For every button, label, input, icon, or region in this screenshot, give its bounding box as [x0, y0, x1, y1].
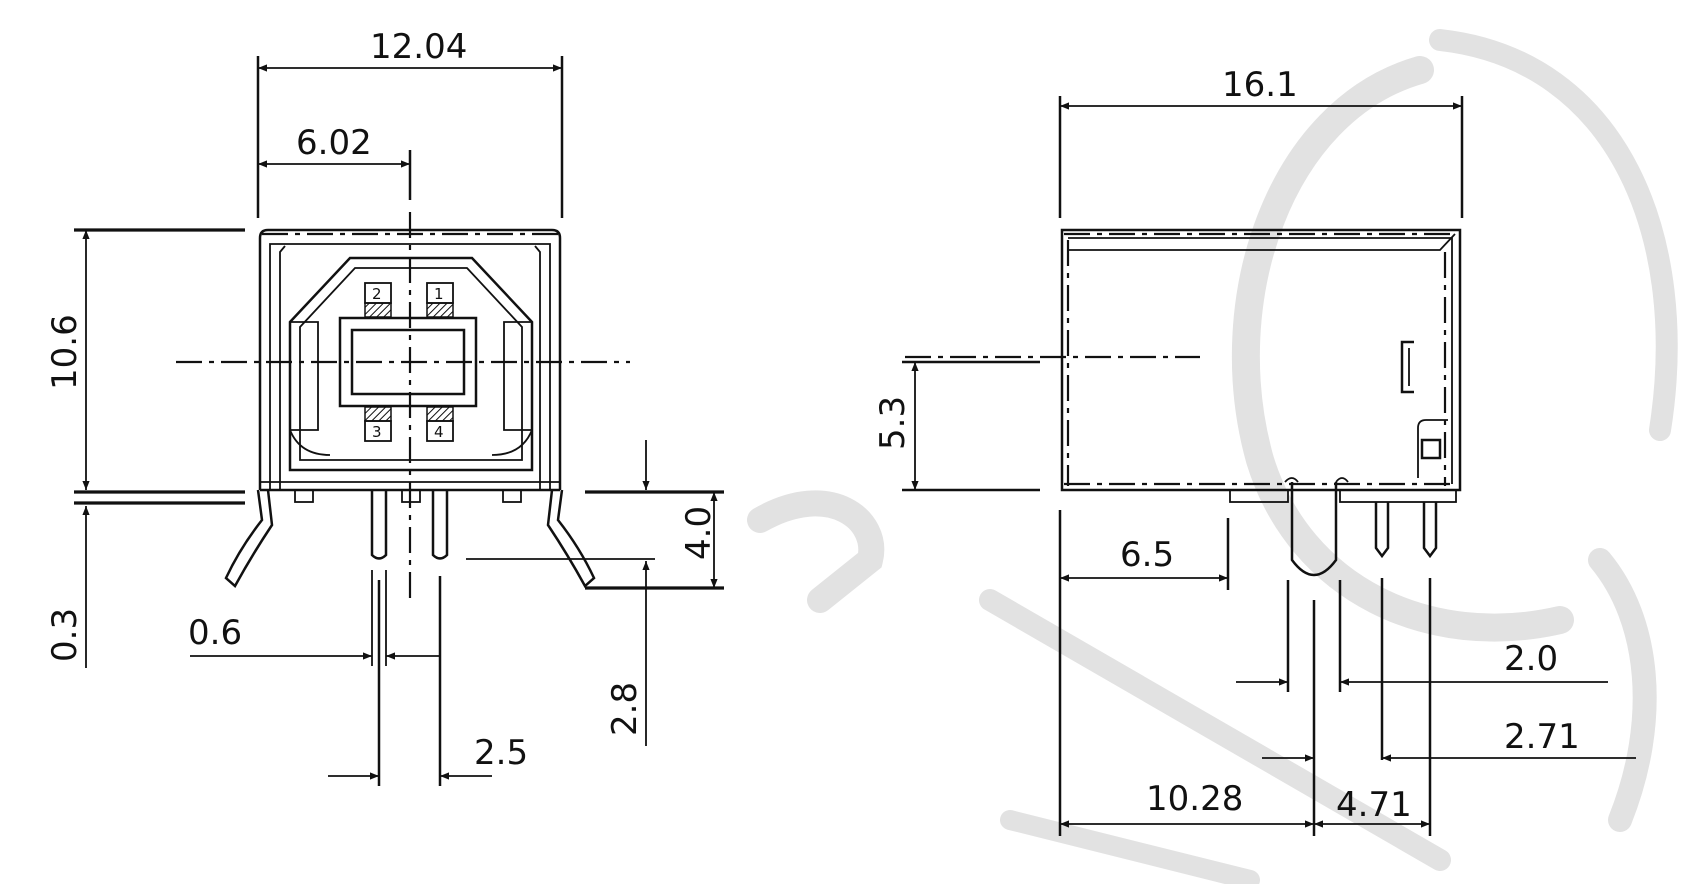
dim-pin-pitch: 2.5 — [474, 733, 528, 773]
dim-height: 10.6 — [45, 314, 85, 390]
pin-number: 3 — [372, 423, 382, 441]
side-pin-1 — [1374, 502, 1390, 559]
side-body-outline — [1060, 228, 1462, 492]
side-view: 16.1 5.3 6.5 2.0 2.71 10.28 4.71 — [873, 65, 1636, 836]
dim-center-height: 5.3 — [873, 396, 913, 450]
dim-overall-length: 16.1 — [1222, 65, 1298, 105]
dim-pin-length-lower: 2.8 — [605, 682, 645, 736]
dim-post-gap: 2.0 — [1504, 639, 1558, 679]
watermark — [747, 29, 1678, 884]
front-view: 2 1 3 4 — [45, 27, 724, 786]
pin-number: 1 — [434, 285, 444, 303]
dim-pin-width: 0.6 — [188, 613, 242, 653]
mounting-leg-right — [546, 489, 596, 588]
latch-slot — [1400, 340, 1414, 394]
pin-number: 4 — [434, 423, 444, 441]
pin-right — [431, 490, 449, 560]
front-shell-wall-left — [279, 245, 286, 490]
contact-1: 1 — [426, 282, 454, 318]
tongue-outer — [338, 316, 478, 408]
dim-overall-width: 12.04 — [370, 27, 467, 67]
contact-4: 4 — [426, 406, 454, 442]
front-shell-inner — [269, 243, 551, 490]
mounting-leg-left — [224, 489, 274, 588]
mounting-post — [1290, 482, 1338, 577]
dim-pin-length-upper: 4.0 — [679, 506, 719, 560]
side-pin-2 — [1422, 502, 1438, 559]
dim-front-to-pin: 10.28 — [1146, 779, 1243, 819]
pin-number: 2 — [372, 285, 382, 303]
dim-standoff: 0.3 — [45, 608, 85, 662]
dim-front-to-post: 6.5 — [1120, 535, 1174, 575]
contact-2: 2 — [364, 282, 392, 318]
dim-pin-spacing: 2.71 — [1504, 717, 1580, 757]
front-shell-wall-right — [534, 245, 541, 490]
pin-left — [370, 490, 388, 560]
latch-square — [1420, 438, 1442, 460]
dim-half-width: 6.02 — [296, 123, 372, 163]
dim-pin-offset: 4.71 — [1336, 785, 1412, 825]
usb-b-port-inner — [299, 267, 523, 461]
contact-3: 3 — [364, 406, 392, 442]
